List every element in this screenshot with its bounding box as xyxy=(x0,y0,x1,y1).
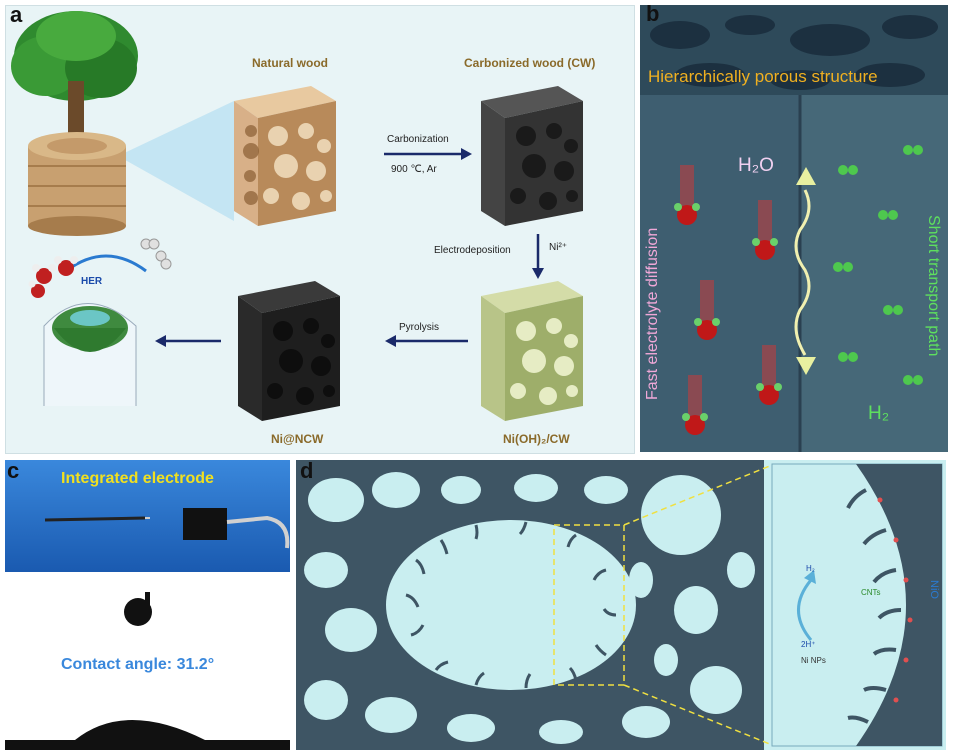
water-molecule-icon xyxy=(28,256,78,298)
panel-a-illustration xyxy=(11,11,583,421)
electrode-sample xyxy=(183,508,227,540)
short-path-label: Short transport path xyxy=(925,215,942,357)
pore-wall xyxy=(856,464,942,746)
ni-ion-label: Ni²⁺ xyxy=(549,242,568,253)
fast-diffusion-label: Fast electrolyte diffusion xyxy=(644,227,661,400)
tree-icon xyxy=(11,11,138,236)
transport-wave xyxy=(794,189,811,356)
panel-b: b Hierarchically porous structure H₂O Fa… xyxy=(640,5,948,452)
ni-ncw-label: Ni@NCW xyxy=(271,432,324,446)
arrow-up-icon xyxy=(796,167,816,185)
arrow-head-icon xyxy=(155,335,166,347)
electrodeposition-label: Electrodeposition xyxy=(434,245,511,256)
arrow-head-icon xyxy=(461,148,472,160)
integrated-electrode-label: Integrated electrode xyxy=(61,470,214,487)
h2-label: H₂ xyxy=(806,564,815,573)
electrode-photo xyxy=(5,460,290,572)
arrow-head-icon xyxy=(385,335,396,347)
natural-wood-label: Natural wood xyxy=(252,56,329,70)
h2-label: H₂ xyxy=(868,403,890,424)
natural-wood-cube xyxy=(234,86,336,226)
panel-c-letter: c xyxy=(7,460,20,483)
carbonized-wood-cube xyxy=(481,86,583,226)
carbonized-wood-label: Carbonized wood (CW) xyxy=(464,56,596,70)
arrow-head-icon xyxy=(532,268,544,279)
h2o-label: H₂O xyxy=(738,155,774,176)
droplet-icon xyxy=(124,592,152,626)
her-label: HER xyxy=(81,276,103,287)
carbonization-label: Carbonization xyxy=(387,134,449,145)
cnts-label: CNTs xyxy=(861,588,881,597)
contact-angle-label: Contact angle: 31.2° xyxy=(61,656,215,673)
ni-nanoparticles xyxy=(877,497,913,703)
hydrogen-molecule-icon xyxy=(833,145,923,385)
tweezers-left xyxy=(44,516,146,522)
watermark: 大数跨境 xyxy=(7,724,68,742)
reaction-arrow xyxy=(797,579,813,641)
panel-d-letter: d xyxy=(300,460,314,483)
water-molecule-icon xyxy=(674,165,782,435)
ni-ncw-cube xyxy=(238,281,340,421)
tweezers-right xyxy=(226,515,290,549)
hydrogen-molecule-icon xyxy=(140,238,172,270)
pore-pattern xyxy=(304,472,755,744)
contact-angle-image xyxy=(5,592,290,750)
arrow-down-icon xyxy=(796,357,816,375)
panel-a: a Natural wood Carbonized wood (CW) Carb… xyxy=(5,2,635,454)
ni-oh-cw-cube xyxy=(481,281,583,421)
ni-oh-cw-label: Ni(OH)₂/CW xyxy=(503,432,570,446)
hierarchical-label: Hierarchically porous structure xyxy=(648,67,878,86)
nanotube-icon xyxy=(43,303,137,406)
side-label: NiO xyxy=(928,580,940,599)
cnt-fibers xyxy=(405,521,617,689)
panel-a-letter: a xyxy=(10,2,23,27)
her-reaction-arrow xyxy=(65,254,147,273)
panel-b-illustration xyxy=(640,5,948,452)
cnt-fibers-zoomed xyxy=(846,488,902,724)
pyrolysis-label: Pyrolysis xyxy=(399,322,440,333)
droplet-on-surface xyxy=(5,720,290,750)
panel-d-illustration xyxy=(296,460,943,750)
arrow-head-icon xyxy=(804,570,816,584)
pore-pattern xyxy=(650,15,938,90)
panel-b-letter: b xyxy=(646,5,660,26)
panel-d: d H₂ CNTs 2H⁺ Ni NPs NiO xyxy=(296,460,946,750)
panel-c: c Integrated electrode Contact angle: 31… xyxy=(5,460,290,750)
two-h-label: 2H⁺ xyxy=(801,640,816,649)
magnify-beam xyxy=(118,101,234,221)
zoom-box xyxy=(553,524,625,686)
ni-nps-label: Ni NPs xyxy=(801,656,826,665)
carbonization-conditions-label: 900 ℃, Ar xyxy=(391,164,437,175)
